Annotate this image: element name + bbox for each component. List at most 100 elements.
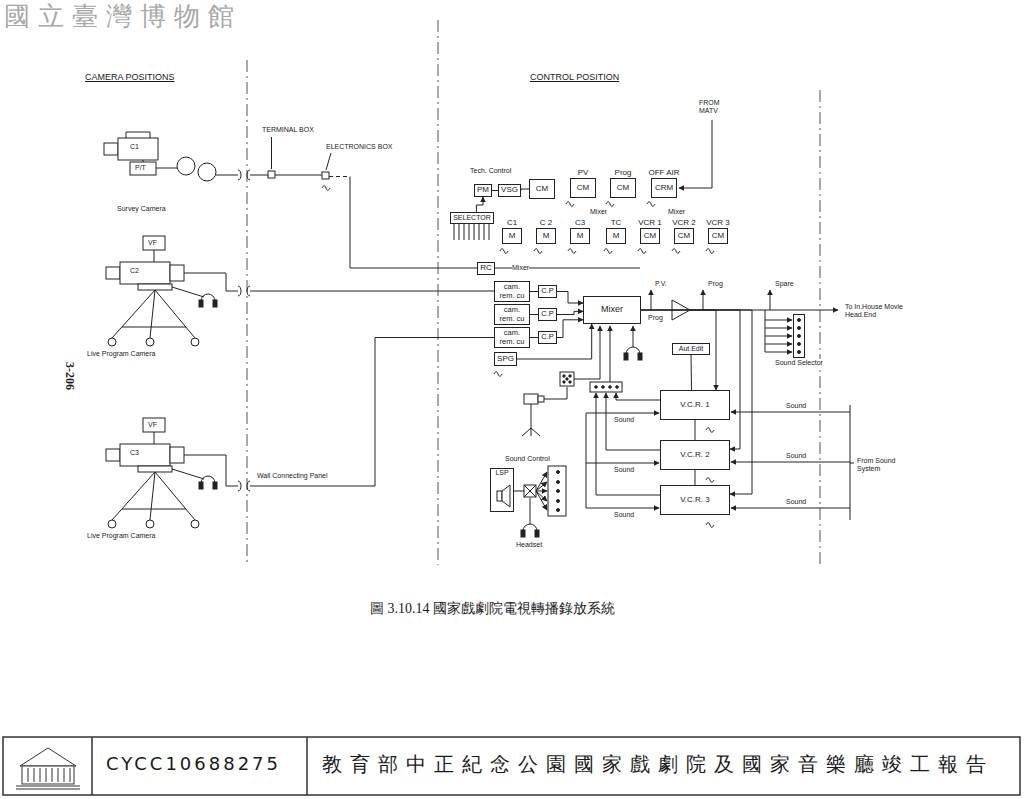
live-camera (191, 520, 199, 528)
survey-camera (104, 132, 238, 181)
signal-connector (530, 314, 538, 315)
effects-unit (566, 378, 568, 380)
live-camera (112, 472, 195, 520)
sound-control (524, 485, 536, 497)
terminal-box (268, 171, 275, 178)
monitor-box: C 2M (536, 228, 556, 244)
sound-control (536, 491, 547, 501)
sound-selector-box: Sound Selector (793, 314, 805, 358)
line-art (3, 20, 1020, 795)
building-logo (22, 766, 74, 784)
node-text: cam. rem. cu (497, 329, 527, 346)
building-logo (28, 768, 70, 782)
power-symbol (706, 249, 714, 254)
building-logo (20, 748, 76, 766)
effects-unit (560, 372, 574, 386)
node-heading: VCR 1 (637, 219, 663, 228)
vcr-box: V.C.R. 3 (660, 485, 730, 515)
power-symbol (604, 249, 612, 254)
live-camera (120, 444, 170, 466)
signal-arrow (703, 290, 704, 310)
signal-label: Prog (648, 314, 663, 322)
caption-camera (538, 396, 544, 402)
footer-frame (3, 737, 1020, 795)
building-logo (16, 786, 80, 787)
picture-monitor-box: PM (474, 184, 492, 197)
vision-mixer-box: Mixer (583, 296, 641, 324)
sound-control (557, 481, 560, 484)
leader-line (326, 153, 331, 170)
effects-unit (560, 326, 600, 386)
sound-control (535, 530, 539, 537)
signal-label: Sound (786, 498, 806, 506)
boundary-line (247, 20, 820, 565)
camera-number: C2 (130, 267, 139, 275)
node-text: Aut.Edit (679, 345, 704, 353)
camera-cable (329, 176, 350, 177)
selector-box: SELECTOR (450, 212, 494, 224)
signal-label: Mixer (590, 208, 607, 216)
survey-camera (118, 138, 158, 160)
signal-source-label: FROM MATV (699, 99, 723, 115)
camera-cable (250, 291, 494, 292)
live-camera (120, 262, 170, 284)
vcr-box: V.C.R. 2 (660, 440, 730, 470)
monitor-box: TCM (606, 228, 626, 244)
signal-connector (641, 310, 740, 449)
selector-comb (464, 223, 465, 240)
camera-control-unit: cam. rem. cu (494, 304, 530, 325)
live-camera (238, 481, 250, 491)
sound-feed (731, 412, 850, 413)
live-camera (106, 267, 120, 279)
power-symbol (534, 249, 542, 254)
node-text: CM (617, 184, 629, 193)
control-panel-box: C.P (538, 308, 557, 321)
electronics-box (322, 172, 329, 179)
signal-label: P.V. (655, 280, 667, 288)
page-number: 3-206 (62, 362, 76, 390)
node-heading: Sound Selector (774, 359, 824, 367)
live-camera (213, 482, 217, 489)
sound-selector-feed (798, 343, 801, 346)
sound-control (557, 471, 560, 474)
report-title: 教育部中正紀念公園國家戲劇院及國家音樂廳竣工報告 (322, 753, 994, 776)
signal-label: Sound (614, 466, 634, 474)
section-heading: CAMERA POSITIONS (85, 72, 175, 82)
node-heading: C 2 (539, 219, 553, 228)
camera-control-unit: cam. rem. cu (494, 327, 530, 348)
group-label: Tech. Control (470, 167, 511, 175)
node-heading: TC (610, 219, 623, 228)
part-label: TERMINAL BOX (262, 126, 314, 134)
node-text: Mixer (601, 305, 623, 315)
live-camera (172, 287, 204, 297)
matv-feed (679, 120, 712, 188)
live-camera (170, 447, 184, 463)
remote-control-box: RC (477, 262, 495, 275)
live-camera (143, 236, 165, 250)
node-text: CM (577, 184, 589, 193)
intercom-headset (624, 353, 628, 360)
signal-connector (695, 420, 696, 440)
live-camera (112, 290, 195, 338)
survey-camera (126, 132, 150, 138)
live-camera (238, 286, 250, 296)
camera-number: C3 (130, 449, 139, 457)
survey-camera (177, 157, 195, 175)
intercom-headset (638, 353, 642, 360)
effects-unit (569, 381, 571, 383)
boundary-line (438, 20, 439, 565)
node-text: M (543, 232, 550, 241)
power-symbol (500, 249, 508, 254)
boundary-line (820, 90, 821, 565)
sound-control (530, 498, 531, 524)
sound-feed (850, 463, 854, 464)
sound-control (557, 500, 560, 503)
signal-label: Sound (786, 452, 806, 460)
sound-selector-feed (765, 344, 792, 345)
sound-selector-feed (798, 351, 801, 354)
signal-connector (530, 337, 538, 338)
node-text: SPG (497, 355, 514, 364)
power-symbol (322, 186, 330, 191)
